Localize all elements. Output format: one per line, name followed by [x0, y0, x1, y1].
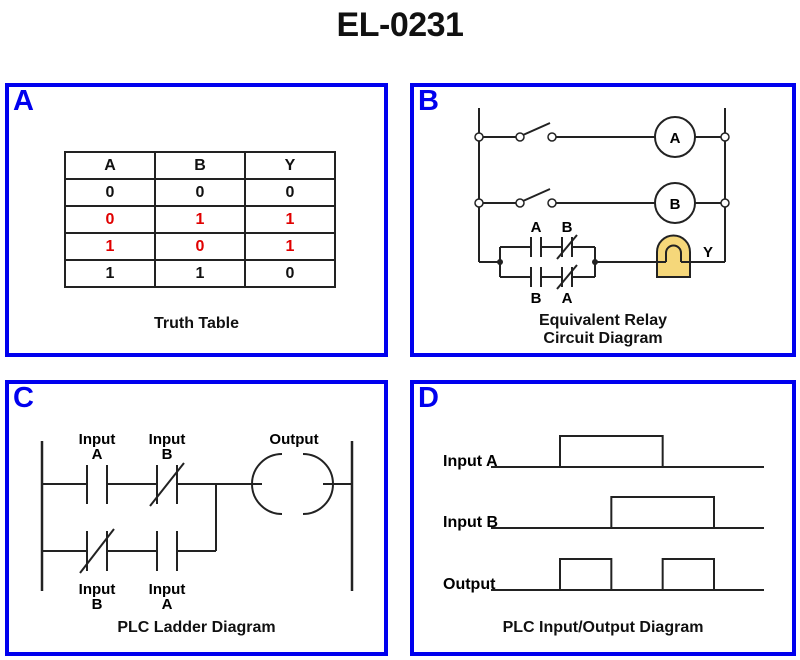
- table-cell: 0: [64, 178, 156, 207]
- relay-coil-b: [654, 182, 696, 224]
- switch-b-circuit: [479, 182, 725, 224]
- contact-label: Input: [79, 431, 116, 448]
- contact-label: A: [92, 446, 103, 463]
- rung-2: [42, 484, 217, 574]
- table-cell: 1: [244, 205, 336, 234]
- table-cell: 0: [154, 178, 246, 207]
- panel-caption: PLC Ladder Diagram: [117, 619, 276, 636]
- contact-label: Input: [149, 431, 186, 448]
- coil-a-label: A: [670, 130, 681, 147]
- contact-label: Input: [149, 581, 186, 598]
- signal-pulse: [559, 558, 613, 590]
- switch-b-blade: [522, 188, 551, 202]
- terminal: [547, 198, 557, 208]
- table-cell: 1: [154, 205, 246, 234]
- relay-circuit-diagram: A B A B B A Y: [474, 108, 730, 307]
- table-cell: 1: [154, 259, 246, 288]
- rung-1: [42, 453, 352, 515]
- table-cell: 0: [154, 232, 246, 261]
- lamp-label: Y: [703, 244, 713, 261]
- signal-pulse: [661, 558, 715, 590]
- signal-label: Output: [443, 576, 496, 593]
- terminal: [474, 198, 484, 208]
- signal-trace-output: Output: [443, 558, 764, 593]
- column-header: B: [154, 151, 246, 180]
- contact-input-a-no: [86, 465, 108, 504]
- contact-label: B: [162, 446, 173, 463]
- switch-a-blade: [522, 122, 551, 136]
- relay-coil-a: [654, 116, 696, 158]
- terminal: [474, 132, 484, 142]
- table-header-row: A B Y: [64, 151, 336, 180]
- junction-dot: [592, 259, 598, 265]
- signal-label: Input B: [443, 514, 498, 531]
- panel-relay-circuit: B: [410, 83, 796, 357]
- signal-trace-input-b: Input B: [443, 496, 764, 531]
- page-title: EL-0231: [336, 6, 464, 44]
- switch-a-circuit: [479, 116, 725, 158]
- terminal: [547, 132, 557, 142]
- contact-label: B: [92, 596, 103, 613]
- coil-b-label: B: [670, 196, 681, 213]
- contact-label: B: [562, 219, 573, 236]
- panel-caption-line1: Equivalent Relay: [538, 312, 668, 329]
- contact-input-a-no: [156, 531, 178, 571]
- contact-label: A: [162, 596, 173, 613]
- signal-trace-input-a: Input A: [443, 435, 764, 470]
- panel-ladder-diagram: C: [5, 380, 388, 656]
- panel-caption: Truth Table: [153, 315, 240, 332]
- junction-dot: [497, 259, 503, 265]
- table-cell: 1: [64, 232, 156, 261]
- table-cell: 1: [244, 232, 336, 261]
- panel-letter: C: [13, 382, 34, 414]
- table-cell: 1: [64, 259, 156, 288]
- contact-label: Input: [79, 581, 116, 598]
- contact-label: A: [531, 219, 542, 236]
- panel-letter: D: [418, 382, 439, 414]
- output-label: Output: [269, 431, 318, 448]
- terminal: [515, 132, 525, 142]
- timing-diagram: Input A Input B Output: [443, 435, 764, 593]
- panel-letter: B: [418, 85, 439, 117]
- panel-caption-line2: Circuit Diagram: [543, 330, 663, 347]
- panel-caption: PLC Input/Output Diagram: [502, 619, 704, 636]
- signal-pulse: [559, 435, 664, 467]
- contact-label: A: [562, 290, 573, 307]
- column-header: Y: [244, 151, 336, 180]
- terminal: [720, 132, 730, 142]
- ladder-diagram: Input A Input B Output Input B Input A: [40, 431, 354, 613]
- panel-io-diagram: D Input A Input B Output PLC Input/Output …: [410, 380, 796, 656]
- terminal: [515, 198, 525, 208]
- signal-label: Input A: [443, 453, 498, 470]
- terminal: [720, 198, 730, 208]
- table-cell: 0: [244, 178, 336, 207]
- output-coil: [251, 453, 334, 515]
- lamp-y-icon: [656, 234, 691, 278]
- panel-letter: A: [13, 85, 34, 117]
- table-cell: 0: [64, 205, 156, 234]
- contact-label: B: [531, 290, 542, 307]
- table-cell: 0: [244, 259, 336, 288]
- column-header: A: [64, 151, 156, 180]
- signal-pulse: [610, 496, 715, 528]
